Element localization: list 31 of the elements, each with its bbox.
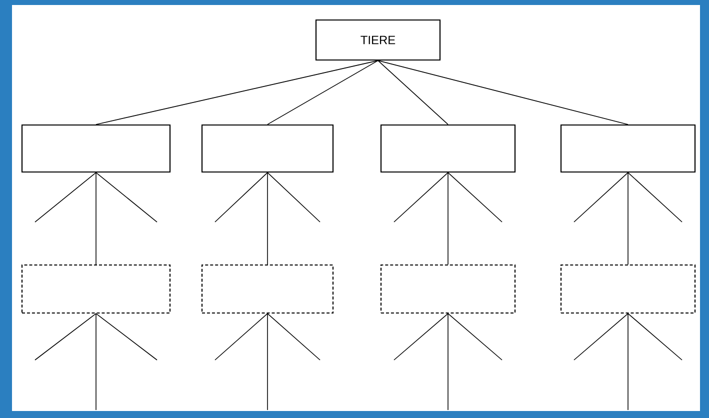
label-box: TIERE — [315, 19, 441, 61]
empty-box — [21, 264, 171, 314]
branch-line — [628, 313, 682, 360]
branch-line — [34, 172, 96, 222]
empty-box — [21, 124, 171, 173]
branch-line — [96, 313, 158, 360]
branch-line — [448, 313, 502, 360]
branch-line — [96, 60, 378, 125]
branch-line — [378, 60, 448, 125]
branch-line — [448, 172, 502, 222]
branch-line — [267, 313, 268, 410]
empty-box — [380, 264, 516, 314]
branch-line — [34, 313, 96, 360]
branch-line — [267, 313, 320, 360]
empty-box — [560, 264, 696, 314]
branch-line — [574, 313, 628, 360]
branch-line — [96, 172, 158, 222]
empty-box — [380, 124, 516, 173]
branch-line — [267, 60, 378, 125]
branch-line — [628, 172, 682, 222]
branch-line — [214, 172, 268, 222]
branch-line — [394, 313, 448, 360]
branch-line — [267, 172, 320, 222]
branch-line — [214, 313, 268, 360]
branch-line — [394, 172, 448, 222]
empty-box — [201, 124, 334, 173]
branch-line — [267, 172, 268, 265]
branch-line — [378, 60, 628, 125]
branch-line — [574, 172, 628, 222]
empty-box — [201, 264, 334, 314]
empty-box — [560, 124, 696, 173]
